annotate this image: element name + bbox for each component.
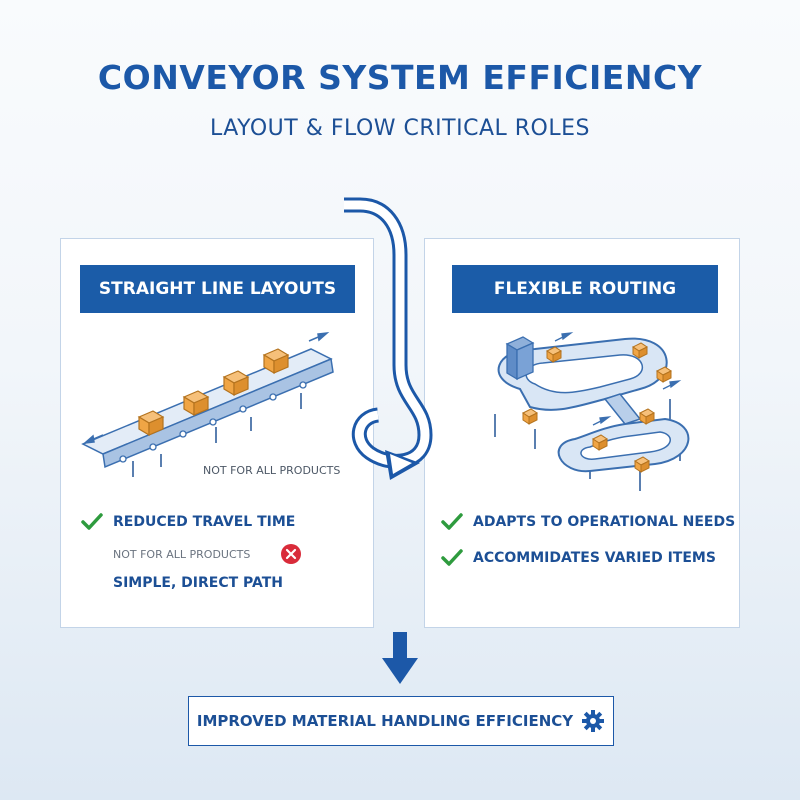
- illustration-note: NOT FOR ALL PRODUCTS: [203, 464, 341, 477]
- straight-line-header: STRAIGHT LINE LAYOUTS: [80, 265, 355, 313]
- curved-flow-arrow: [344, 197, 433, 480]
- routing-box: [639, 408, 655, 425]
- bullet-adapts: ADAPTS TO OPERATIONAL NEEDS: [441, 513, 735, 531]
- check-icon: [81, 513, 103, 530]
- conveyor-legs: [132, 393, 302, 477]
- check-icon: [441, 549, 463, 566]
- box-1: [137, 410, 165, 437]
- bullet-accommodates: ACCOMMIDATES VARIED ITEMS: [441, 549, 716, 567]
- belt-side: [102, 357, 334, 469]
- bullet-label: ADAPTS TO OPERATIONAL NEEDS: [473, 514, 736, 530]
- bullet-simple-path: SIMPLE, DIRECT PATH: [113, 575, 283, 591]
- page-title: CONVEYOR SYSTEM EFFICIENCY: [97, 58, 703, 97]
- bullet-label: REDUCED TRAVEL TIME: [113, 514, 296, 530]
- conclusion-box: IMPROVED MATERIAL HANDLING EFFICIENCY: [188, 696, 614, 746]
- routing-box: [522, 408, 538, 425]
- bullet-reduced-travel: REDUCED TRAVEL TIME: [81, 513, 295, 531]
- routing-conveyor-illustration: [494, 332, 690, 491]
- control-machine: [505, 336, 535, 381]
- routing-box: [634, 456, 650, 473]
- bullet-label: ACCOMMIDATES VARIED ITEMS: [473, 550, 716, 566]
- straight-conveyor-illustration: [81, 331, 334, 477]
- routing-boxes: [522, 342, 672, 473]
- page-subtitle: LAYOUT & FLOW CRITICAL ROLES: [210, 116, 590, 141]
- cargo-boxes: [137, 348, 290, 437]
- bullet-label: NOT FOR ALL PRODUCTS: [113, 547, 251, 561]
- x-icon: [281, 544, 302, 564]
- loop-connector: [603, 393, 642, 425]
- belt-rollers: [119, 381, 307, 463]
- check-icon: [441, 513, 463, 530]
- routing-box: [656, 366, 672, 383]
- gear-icon: [582, 710, 605, 732]
- bullet-not-for-all: NOT FOR ALL PRODUCTS: [113, 543, 302, 565]
- straight-line-panel: STRAIGHT LINE LAYOUTS: [60, 238, 374, 628]
- down-arrow-icon: [382, 632, 418, 684]
- box-2: [182, 390, 210, 417]
- direction-arrows: [82, 331, 330, 445]
- box-3: [222, 370, 250, 397]
- box-4: [262, 348, 290, 375]
- bullet-label: SIMPLE, DIRECT PATH: [113, 575, 284, 591]
- flexible-routing-panel: FLEXIBLE ROUTING: [424, 238, 740, 628]
- routing-direction-arrows: [554, 332, 682, 426]
- flexible-routing-header: FLEXIBLE ROUTING: [452, 265, 718, 313]
- routing-box: [632, 342, 648, 359]
- conclusion-label: IMPROVED MATERIAL HANDLING EFFICIENCY: [196, 712, 574, 730]
- lower-loop-inner: [580, 431, 671, 460]
- routing-box: [592, 434, 608, 451]
- routing-box: [546, 346, 562, 363]
